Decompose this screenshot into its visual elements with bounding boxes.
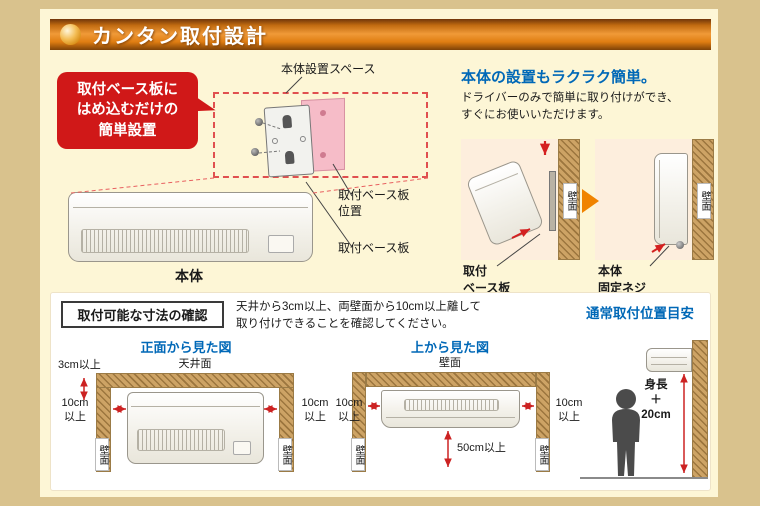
easy-setup-description: ドライバーのみで簡単に取り付けができ、 すぐにお使いいただけます。 xyxy=(461,92,679,122)
wall-surface xyxy=(692,139,714,260)
dimension-check-title: 取付可能な寸法の確認 xyxy=(61,301,224,328)
front-clearance-label: 50cm以上 xyxy=(457,442,506,454)
main-unit-label: 本体 xyxy=(175,268,203,284)
front-right-clearance-label: 10cm 以上 xyxy=(301,397,329,424)
base-plate-shape xyxy=(263,104,315,178)
floor-line xyxy=(580,477,708,479)
dimension-check-note: 天井から3cm以上、両壁面から10cm以上離して 取り付けできることを確認してく… xyxy=(236,301,481,330)
wall-label: 壁面 xyxy=(278,438,292,471)
install-step2-figure: 壁面 xyxy=(595,139,714,260)
bullet-circle-icon xyxy=(60,24,81,45)
plate-label: 取付ベース板 xyxy=(338,241,410,255)
fixing-screw-icon xyxy=(676,241,684,249)
top-left-clearance-label: 10cm 以上 xyxy=(335,397,363,424)
install-space-outline xyxy=(213,92,428,178)
wall-label: 壁面 xyxy=(95,438,109,471)
install-step1-figure: 壁面 xyxy=(461,139,580,260)
person-silhouette xyxy=(612,389,640,476)
ceiling-surface xyxy=(96,373,294,388)
wall-plate-shape xyxy=(549,171,556,231)
front-view-title: 正面から見た図 xyxy=(140,340,232,355)
position-guide-title: 通常取付位置目安 xyxy=(586,306,694,321)
wall-label: 壁面 xyxy=(563,183,577,219)
front-top-clearance-label: 3cm以上 xyxy=(58,359,101,371)
wall-label: 壁面 xyxy=(697,183,711,219)
top-wall-surface xyxy=(366,372,536,387)
height-label: 身長 ＋ 20cm xyxy=(641,379,671,421)
screw-icon xyxy=(251,148,259,156)
top-view-title: 上から見た図 xyxy=(410,340,489,355)
wall-label: 壁面 xyxy=(535,438,549,471)
wall-label: 壁面 xyxy=(351,438,365,471)
unit-tilted-shape xyxy=(465,159,545,247)
top-right-clearance-label: 10cm 以上 xyxy=(555,397,583,424)
main-unit-drawing xyxy=(68,192,313,262)
step1-caption: 取付 ベース板 xyxy=(463,264,511,295)
page-title: カンタン取付設計 xyxy=(92,26,268,48)
callout-bubble: 取付ベース板に はめ込むだけの 簡単設置 xyxy=(57,72,198,149)
screw-icon xyxy=(255,118,263,126)
ceiling-label: 天井面 xyxy=(178,358,212,370)
unit-mounted-shape xyxy=(654,153,688,245)
guide-wall-surface xyxy=(692,340,708,478)
guide-unit-drawing xyxy=(646,348,692,372)
top-wall-label: 壁面 xyxy=(439,357,461,369)
easy-setup-heading: 本体の設置もラクラク簡単。 xyxy=(461,69,657,86)
front-left-clearance-label: 10cm 以上 xyxy=(61,397,89,424)
top-view-unit-drawing xyxy=(381,390,520,428)
install-space-label: 本体設置スペース xyxy=(281,62,376,76)
front-view-unit-drawing xyxy=(127,392,264,464)
section-header: カンタン取付設計 xyxy=(50,19,711,50)
step2-caption: 本体 固定ネジ xyxy=(598,264,647,295)
plate-position-label: 取付ベース板 位置 xyxy=(338,188,410,218)
